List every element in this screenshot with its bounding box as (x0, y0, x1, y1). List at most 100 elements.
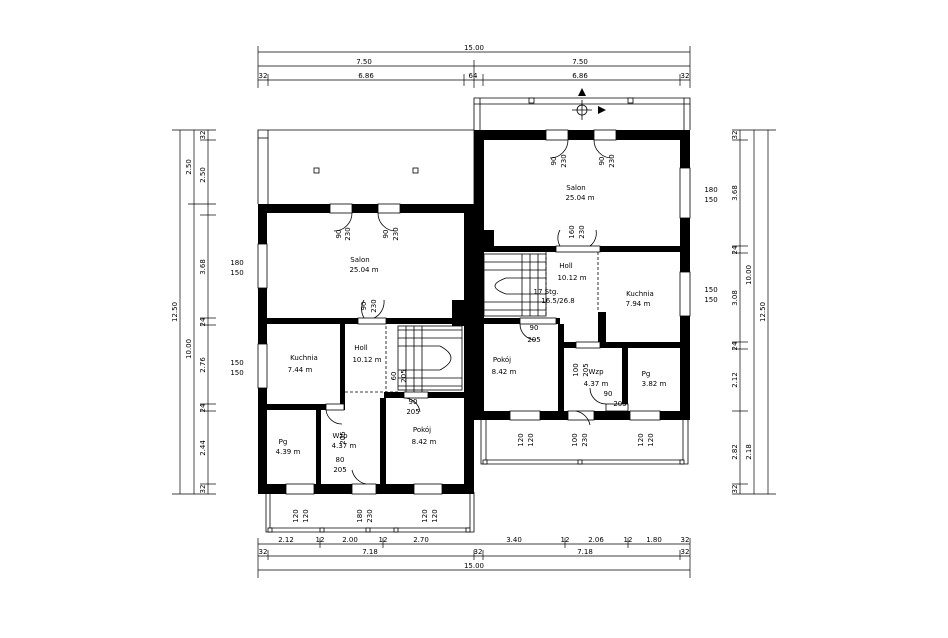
left-seg-label: 2.44 (199, 440, 207, 456)
opening-label: 120 (292, 509, 300, 522)
opening-label: 230 (608, 154, 616, 167)
opening-label: 90 (550, 157, 558, 166)
opening-label: 150 (704, 196, 717, 204)
right-seg-label: 2.82 (731, 444, 739, 460)
left-seg-label: 24 (199, 317, 207, 326)
opening-label: 60 (390, 372, 398, 381)
room-area: 10.12 m (557, 274, 586, 282)
left-seg-label: 3.68 (199, 259, 207, 275)
top-seg-label: 32 (259, 72, 268, 80)
opening-label: 100 (572, 363, 580, 376)
opening-label: 120 (421, 509, 429, 522)
left-outer-label: 12.50 (171, 302, 179, 322)
room-labels: Salon 25.04 m Kuchnia 7.44 m Holl 10.12 … (276, 184, 667, 456)
opening-label: 90 (604, 390, 613, 398)
room-name: Wzp (588, 368, 604, 376)
room-area: 4.39 m (276, 448, 301, 456)
opening-label: 90 (530, 324, 539, 332)
opening-label: 150 (230, 359, 243, 367)
bottom-seg-label: 32 (681, 548, 690, 556)
opening-size-labels: 90 230 90 230 90 230 90 230 180 150 150 … (230, 154, 717, 522)
opening-label: 205 (400, 369, 408, 382)
room-area: 4.37 m (332, 442, 357, 450)
opening-label: 120 (647, 433, 655, 446)
left-middle-top-label: 2.50 (185, 159, 193, 175)
room-name: Kuchnia (290, 354, 318, 362)
top-seg-label: 64 (469, 72, 478, 80)
room-area: 4.37 m (584, 380, 609, 388)
bottom-dimensions: 2.12 12 2.00 12 2.70 3.40 12 2.06 12 1.8… (257, 536, 691, 578)
opening-label: 90 (360, 302, 368, 311)
right-seg-label: 2.12 (731, 372, 739, 388)
opening-label: 90 (409, 398, 418, 406)
bottom-right-seg-label: 3.40 (506, 536, 522, 544)
room-area: 10.12 m (352, 356, 381, 364)
bottom-left-seg-label: 2.00 (342, 536, 358, 544)
opening-label: 230 (560, 154, 568, 167)
top-half-left-label: 7.50 (356, 58, 372, 66)
bottom-right-seg-label: 12 (561, 536, 570, 544)
opening-label: 230 (370, 299, 378, 312)
left-seg-label: 32 (199, 485, 207, 494)
opening-label: 230 (344, 227, 352, 240)
left-middle-label: 10.00 (185, 339, 193, 359)
dashed-openings (345, 252, 599, 393)
right-seg-label: 3.68 (731, 185, 739, 201)
room-area: 8.42 m (412, 438, 437, 446)
opening-label: 180 (356, 509, 364, 522)
compass-icon (572, 88, 606, 120)
opening-label: 205 (339, 431, 347, 444)
right-seg-label: 3.08 (731, 290, 739, 306)
opening-label: 230 (366, 509, 374, 522)
room-name: Wzp (332, 432, 348, 440)
top-seg-label: 6.86 (572, 72, 588, 80)
top-seg-label: 32 (681, 72, 690, 80)
room-area: 3.82 m (642, 380, 667, 388)
opening-label: 205 (527, 336, 540, 344)
opening-label: 120 (517, 433, 525, 446)
opening-label: 150 (704, 286, 717, 294)
opening-label: 80 (336, 456, 345, 464)
left-seg-label: 24 (199, 403, 207, 412)
room-name: Kuchnia (626, 290, 654, 298)
bottom-right-seg-label: 12 (624, 536, 633, 544)
room-name: Pg (279, 438, 288, 446)
right-seg-label: 32 (731, 131, 739, 140)
opening-label: 150 (230, 369, 243, 377)
bottom-left-seg-label: 12 (316, 536, 325, 544)
room-area: 7.44 m (288, 366, 313, 374)
windows (257, 129, 691, 495)
opening-label: 90 (598, 157, 606, 166)
opening-label: 150 (704, 296, 717, 304)
bottom-left-seg-label: 2.12 (278, 536, 294, 544)
bottom-left-seg-label: 12 (379, 536, 388, 544)
right-seg-label: 24 (731, 341, 739, 350)
opening-label: 180 (230, 259, 243, 267)
opening-label: 230 (581, 433, 589, 446)
room-name: Holl (354, 344, 367, 352)
stairs-size-label: 16.5/26.8 (541, 297, 575, 305)
room-area: 25.04 m (349, 266, 378, 274)
left-seg-label: 2.50 (199, 167, 207, 183)
top-half-right-label: 7.50 (572, 58, 588, 66)
room-area: 8.42 m (492, 368, 517, 376)
room-area: 25.04 m (565, 194, 594, 202)
bottom-right-seg-label: 32 (681, 536, 690, 544)
bottom-left-seg-label: 2.70 (413, 536, 429, 544)
opening-label: 150 (230, 269, 243, 277)
right-seg-label: 32 (731, 485, 739, 494)
opening-label: 120 (302, 509, 310, 522)
room-name: Holl (559, 262, 572, 270)
top-seg-label: 6.86 (358, 72, 374, 80)
opening-label: 120 (637, 433, 645, 446)
room-name: Pokój (493, 356, 511, 364)
room-name: Salon (566, 184, 585, 192)
right-middle-label: 10.00 (745, 265, 753, 285)
opening-label: 180 (704, 186, 717, 194)
opening-label: 205 (406, 408, 419, 416)
bottom-right-seg-label: 1.80 (646, 536, 662, 544)
terrace-posts (267, 97, 685, 533)
bottom-seg-label: 7.18 (577, 548, 593, 556)
opening-label: 205 (333, 466, 346, 474)
